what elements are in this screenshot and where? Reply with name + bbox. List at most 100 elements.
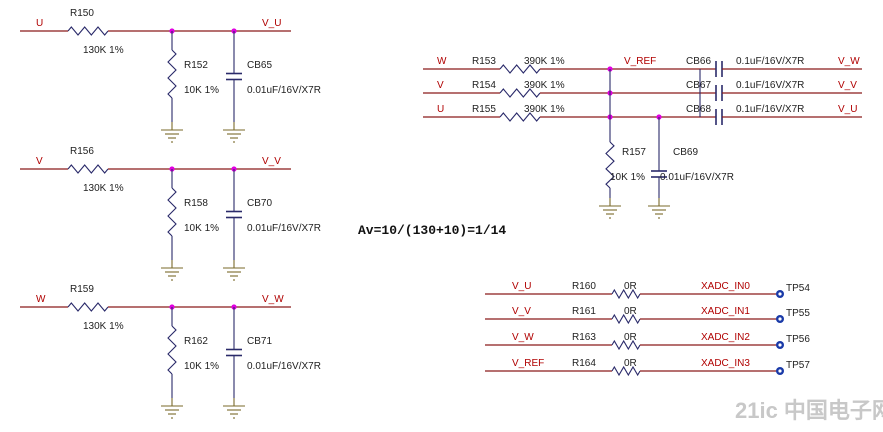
- output-net-label: V_V: [838, 80, 857, 91]
- gain-formula: Av=10/(130+10)=1/14: [358, 223, 506, 238]
- capacitor-value: 0.1uF/16V/X7R: [736, 80, 804, 91]
- resistor-value: 10K 1%: [184, 223, 219, 234]
- input-net-label: V_W: [512, 332, 534, 343]
- watermark-text: 21ic 中国电子网: [735, 398, 883, 423]
- resistor-value: 0R: [624, 358, 637, 369]
- test-point-label: TP57: [786, 360, 810, 371]
- capacitor-ref: CB65: [247, 60, 272, 71]
- output-net-label: XADC_IN0: [701, 281, 750, 292]
- resistor-value: 0R: [624, 306, 637, 317]
- divider-circuit-w: W R159 130K 1% V_W R162 10K 1% CB71 0.01uF/16V/…: [20, 284, 321, 419]
- capacitor-ref: CB66: [686, 56, 711, 67]
- test-point-label: TP54: [786, 283, 810, 294]
- test-point-label: TP56: [786, 334, 810, 345]
- output-net-label: XADC_IN1: [701, 306, 750, 317]
- resistor-ref: R150: [70, 8, 94, 19]
- resistor-symbol: [167, 325, 177, 375]
- resistor-value: 390K 1%: [524, 104, 565, 115]
- resistor-value: 0R: [624, 332, 637, 343]
- resistor-symbol: [67, 164, 109, 174]
- resistor-ref: R155: [472, 104, 496, 115]
- input-net-label: V: [437, 80, 444, 91]
- resistor-value: 10K 1%: [184, 361, 219, 372]
- resistor-ref: R154: [472, 80, 496, 91]
- xadc-row-1: V_V R161 0R XADC_IN1 TP55: [485, 306, 810, 325]
- ground-symbol: [161, 260, 183, 281]
- capacitor-ref: CB70: [247, 198, 272, 209]
- input-net-label: U: [437, 104, 444, 115]
- resistor-symbol: [611, 288, 641, 300]
- resistor-ref: R164: [572, 358, 596, 369]
- resistor-symbol: [605, 141, 615, 189]
- resistor-value: 130K 1%: [83, 183, 124, 194]
- output-net-label: XADC_IN3: [701, 358, 750, 369]
- resistor-symbol: [167, 49, 177, 99]
- capacitor-value: 0.1uF/16V/X7R: [736, 104, 804, 115]
- xadc-row-0: V_U R160 0R XADC_IN0 TP54: [485, 281, 810, 300]
- resistor-symbol: [167, 187, 177, 237]
- formula-text: Av=10/(130+10)=1/14: [358, 223, 506, 238]
- resistor-symbol: [499, 88, 541, 98]
- resistor-value: 130K 1%: [83, 321, 124, 332]
- vref-net-label: V_REF: [624, 56, 656, 67]
- input-net-label: W: [437, 56, 447, 67]
- output-net-label: V_W: [262, 294, 284, 305]
- resistor-ref: R160: [572, 281, 596, 292]
- test-point-label: TP55: [786, 308, 810, 319]
- capacitor-ref: CB69: [673, 147, 698, 158]
- input-net-label: W: [36, 294, 46, 305]
- input-net-label: U: [36, 18, 43, 29]
- resistor-ref: R152: [184, 60, 208, 71]
- resistor-ref: R156: [70, 146, 94, 157]
- resistor-ref: R159: [70, 284, 94, 295]
- capacitor-value: 0.01uF/16V/X7R: [660, 172, 734, 183]
- resistor-ref: R162: [184, 336, 208, 347]
- output-net-label: V_U: [262, 18, 281, 29]
- resistor-ref: R161: [572, 306, 596, 317]
- resistor-symbol: [611, 313, 641, 325]
- resistor-value: 130K 1%: [83, 45, 124, 56]
- output-net-label: V_W: [838, 56, 860, 67]
- resistor-ref: R153: [472, 56, 496, 67]
- capacitor-value: 0.01uF/16V/X7R: [247, 85, 321, 96]
- ground-symbol: [223, 122, 245, 143]
- divider-circuit-u: U R150 130K 1% V_U R152 10K 1% CB65 0.01uF/16V/…: [20, 8, 321, 143]
- capacitor-ref: CB71: [247, 336, 272, 347]
- resistor-symbol: [67, 26, 109, 36]
- resistor-ref: R158: [184, 198, 208, 209]
- ground-symbol: [161, 398, 183, 419]
- xadc-row-3: V_REF R164 0R XADC_IN3 TP57: [485, 358, 810, 377]
- resistor-value: 10K 1%: [184, 85, 219, 96]
- ground-symbol: [599, 198, 621, 219]
- resistor-ref: R157: [622, 147, 646, 158]
- resistor-ref: R163: [572, 332, 596, 343]
- resistor-value: 10K 1%: [610, 172, 645, 183]
- vref-network: W R153 390K 1% CB66 0.1uF/16V/X7R V_W V R154 390…: [423, 56, 862, 219]
- watermark: 21ic 中国电子网: [735, 398, 883, 423]
- resistor-symbol: [611, 365, 641, 377]
- resistor-value: 0R: [624, 281, 637, 292]
- resistor-symbol: [499, 64, 541, 74]
- input-net-label: V: [36, 156, 43, 167]
- vref-row-w: W R153 390K 1% CB66 0.1uF/16V/X7R V_W: [423, 56, 862, 77]
- input-net-label: V_REF: [512, 358, 544, 369]
- resistor-symbol: [611, 339, 641, 351]
- ground-symbol: [161, 122, 183, 143]
- input-net-label: V_U: [512, 281, 531, 292]
- capacitor-value: 0.1uF/16V/X7R: [736, 56, 804, 67]
- resistor-value: 390K 1%: [524, 56, 565, 67]
- ground-symbol: [223, 260, 245, 281]
- input-net-label: V_V: [512, 306, 531, 317]
- output-net-label: V_V: [262, 156, 281, 167]
- resistor-symbol: [67, 302, 109, 312]
- ground-symbol: [648, 198, 670, 219]
- capacitor-value: 0.01uF/16V/X7R: [247, 361, 321, 372]
- capacitor-ref: CB67: [686, 80, 711, 91]
